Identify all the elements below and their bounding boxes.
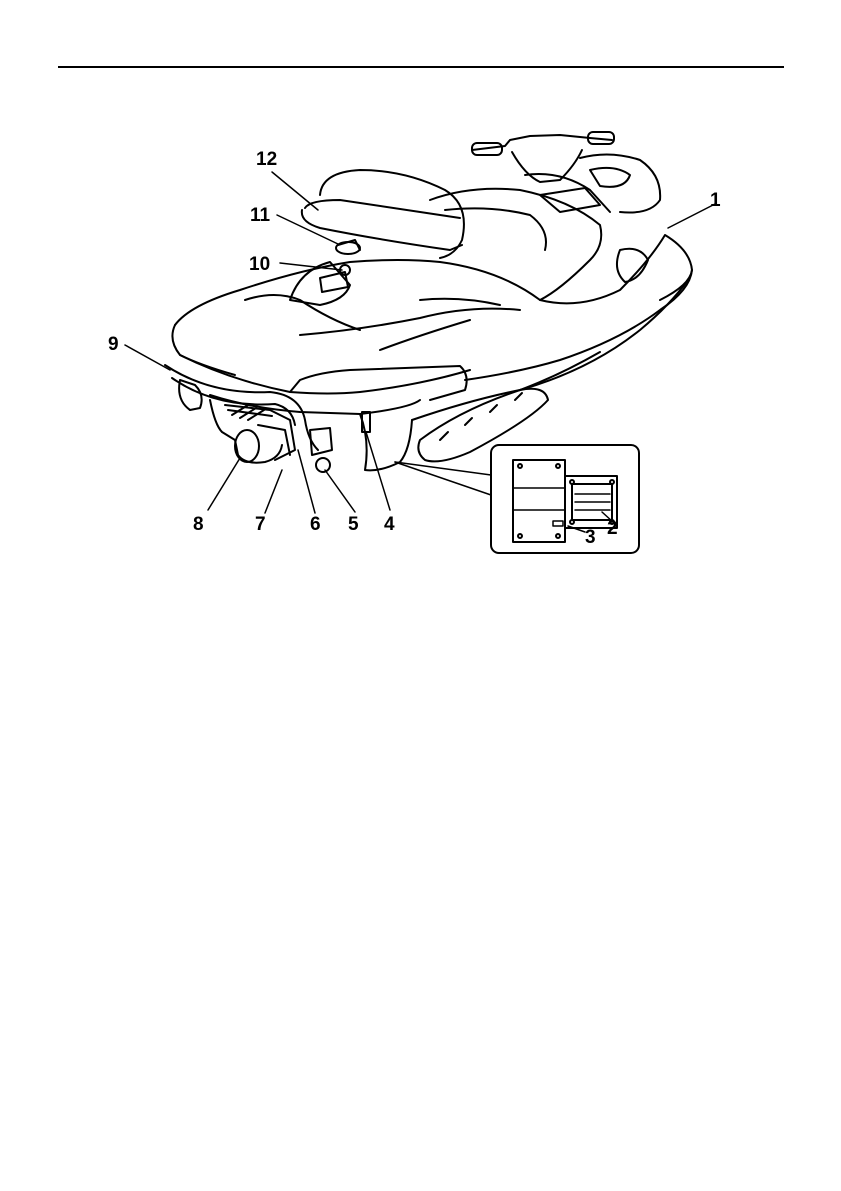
rear-fittings bbox=[310, 412, 370, 472]
watercraft-illustration: 1 2 3 4 5 6 7 8 9 10 11 12 bbox=[0, 0, 841, 600]
sponson bbox=[418, 389, 548, 462]
callout-11: 11 bbox=[250, 205, 271, 226]
callout-1: 1 bbox=[710, 190, 721, 211]
callout-6: 6 bbox=[310, 514, 321, 535]
callout-10: 10 bbox=[249, 254, 270, 275]
callout-8: 8 bbox=[193, 514, 204, 535]
leader-lines bbox=[125, 172, 715, 532]
rear-deck bbox=[175, 235, 692, 350]
callout-7: 7 bbox=[255, 514, 266, 535]
callout-9: 9 bbox=[108, 334, 119, 355]
front-cowling bbox=[525, 154, 660, 212]
callout-2: 2 bbox=[607, 518, 618, 539]
callout-12: 12 bbox=[256, 149, 277, 170]
callout-3: 3 bbox=[585, 527, 596, 548]
callout-5: 5 bbox=[348, 514, 359, 535]
callout-4: 4 bbox=[384, 514, 395, 535]
